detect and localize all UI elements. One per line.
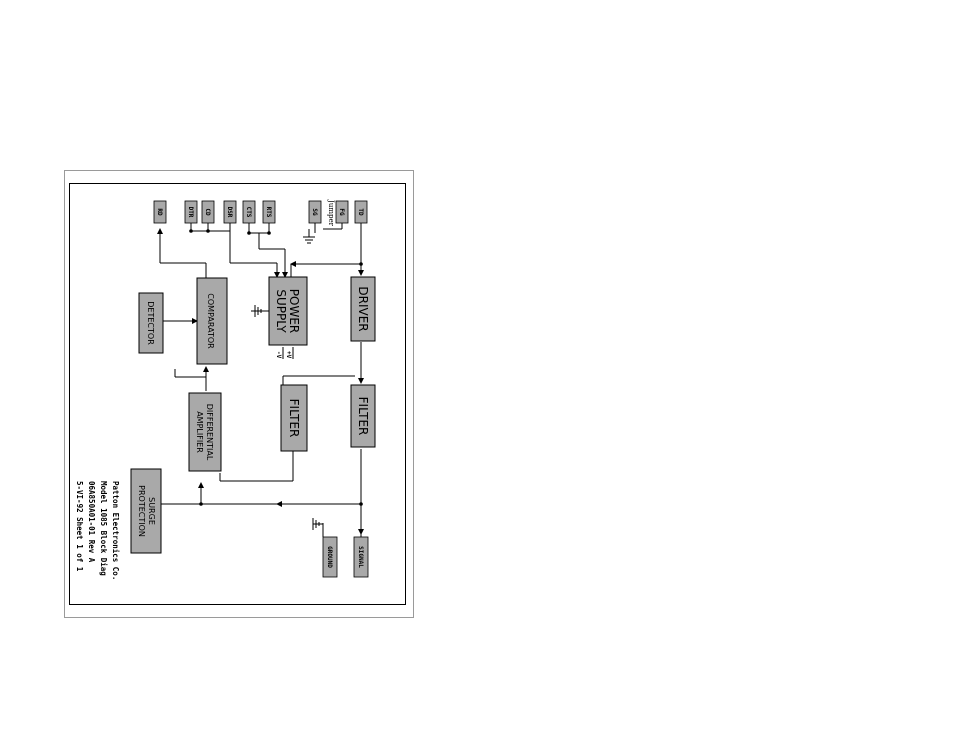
power-supply-label-1: POWER <box>287 289 301 333</box>
pin-signal: SIGNAL <box>353 536 369 578</box>
detector-block: DETECTOR <box>138 292 164 354</box>
driver-block: DRIVER <box>350 276 376 342</box>
title-doc: 06A850A01-01 Rev A <box>87 481 96 563</box>
vplus-label: +V <box>285 351 292 359</box>
comparator-block: COMPARATOR <box>196 277 228 365</box>
pin-dtr: DTR <box>184 200 198 224</box>
differential-amplifier-block: DIFFERENTIAL AMPLIFIER <box>188 392 222 472</box>
pin-dsr: DSR <box>223 200 237 224</box>
filter-right-block: FILTER <box>350 384 376 448</box>
power-supply-block: POWER SUPPLY +V -V <box>268 276 308 359</box>
surge-protection-block: SURGE PROTECTION <box>130 468 162 554</box>
detector-label: DETECTOR <box>146 301 155 345</box>
pin-rd: RD <box>153 200 167 224</box>
diff-amp-label-2: AMPLIFIER <box>195 411 204 453</box>
pin-signal-label: SIGNAL <box>357 546 364 568</box>
drawing-border <box>69 183 406 605</box>
driver-label: DRIVER <box>356 286 370 331</box>
pin-td-label: TD <box>357 208 364 216</box>
power-supply-label-2: SUPPLY <box>274 289 288 333</box>
diff-amp-label-1: DIFFERENTIAL <box>205 404 214 461</box>
vminus-label: -V <box>275 351 282 359</box>
pin-dsr-label: DSR <box>226 207 233 218</box>
title-block: Patton Electronics Co. Model 1085 Block … <box>75 481 120 580</box>
pin-fg-label: FG <box>338 208 345 216</box>
pin-td: TD <box>354 200 368 224</box>
comparator-label: COMPARATOR <box>206 293 215 349</box>
wiring <box>157 223 364 541</box>
surge-label-2: PROTECTION <box>137 485 146 537</box>
jumper-label: Jumper <box>327 199 335 227</box>
title-company: Patton Electronics Co. <box>111 481 120 580</box>
pin-fg: FG <box>335 200 349 224</box>
pin-rts: RTS <box>262 200 276 224</box>
pin-cts-label: CTS <box>245 207 252 218</box>
filter-left-label: FILTER <box>287 399 301 438</box>
ground-symbol-mid <box>254 305 265 317</box>
pin-cts: CTS <box>242 200 256 224</box>
block-diagram: DRIVER POWER SUPPLY +V -V FILTER FILTER … <box>75 199 376 580</box>
pin-cd: CD <box>201 200 215 224</box>
ground-symbol-top <box>303 229 315 244</box>
pin-rd-label: RD <box>156 208 163 216</box>
surge-label-1: SURGE <box>147 497 156 525</box>
pin-sg: SG <box>308 200 322 224</box>
ground-symbol-bottom <box>312 518 323 530</box>
pin-sg-label: SG <box>311 208 318 216</box>
pin-dtr-label: DTR <box>187 207 194 218</box>
drawing-sheet: DRIVER POWER SUPPLY +V -V FILTER FILTER … <box>64 170 414 618</box>
pin-rts-label: RTS <box>265 207 272 218</box>
title-date: 5-VI-92 Sheet 1 of 1 <box>75 481 84 572</box>
title-model: Model 1085 Block Diag <box>99 481 108 576</box>
pin-cd-label: CD <box>204 208 211 216</box>
junction-dots <box>189 229 363 506</box>
pin-ground: GROUND <box>322 536 338 578</box>
pin-ground-label: GROUND <box>326 546 333 568</box>
filter-left-block: FILTER <box>280 384 308 452</box>
filter-right-label: FILTER <box>356 397 370 436</box>
